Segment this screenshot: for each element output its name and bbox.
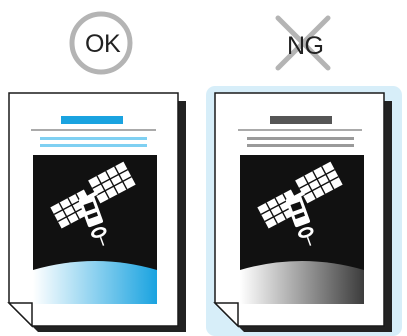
page-corner-fold [9, 303, 32, 326]
earth-horizon [33, 261, 157, 304]
ng-document [206, 86, 402, 336]
subtitle-line [247, 137, 354, 140]
earth-horizon [240, 261, 364, 304]
subtitle-line [247, 144, 354, 147]
title-bar [61, 116, 123, 124]
subtitle-line [40, 144, 147, 147]
ok-label: OK [85, 32, 120, 57]
ok-document [9, 93, 186, 332]
title-bar [270, 116, 332, 124]
ng-label: NG [287, 34, 324, 59]
subtitle-line [40, 137, 147, 140]
